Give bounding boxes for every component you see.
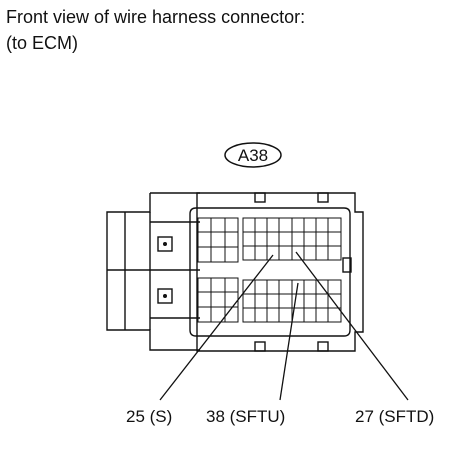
connector-shell	[196, 192, 364, 352]
right-key	[342, 257, 352, 273]
pin-block-lower	[197, 277, 342, 323]
pin-label-38: 38 (SFTU)	[206, 407, 285, 426]
latch-dot-lower	[163, 294, 167, 298]
pin-leaders	[159, 251, 409, 401]
pin-label-27: 27 (SFTD)	[355, 407, 434, 426]
pin-block-upper	[197, 217, 342, 263]
connector-face	[189, 207, 351, 337]
caption-line-1: Front view of wire harness connector:	[6, 7, 306, 27]
diagram-caption: Front view of wire harness connector: (t…	[6, 4, 305, 56]
connector-body	[106, 192, 364, 352]
bottom-notch-left	[254, 341, 266, 352]
latch-button-upper	[157, 236, 173, 252]
latch-button-lower	[157, 288, 173, 304]
caption-line-2: (to ECM)	[6, 33, 78, 53]
connector-id-label: A38	[238, 146, 268, 165]
leader-pin-25	[159, 254, 274, 401]
latch-rail-top	[150, 221, 200, 319]
latch-dot-upper	[163, 242, 167, 246]
latch-housing	[106, 192, 200, 351]
pin-label-25: 25 (S)	[126, 407, 172, 426]
leader-pin-27	[295, 251, 409, 401]
top-notch-left	[254, 192, 266, 203]
leader-pin-38	[279, 282, 299, 401]
connector-id-ellipse	[224, 142, 282, 168]
connector-id-badge: A38	[224, 142, 282, 168]
top-notch-right	[317, 192, 329, 203]
bottom-notch-right	[317, 341, 329, 352]
